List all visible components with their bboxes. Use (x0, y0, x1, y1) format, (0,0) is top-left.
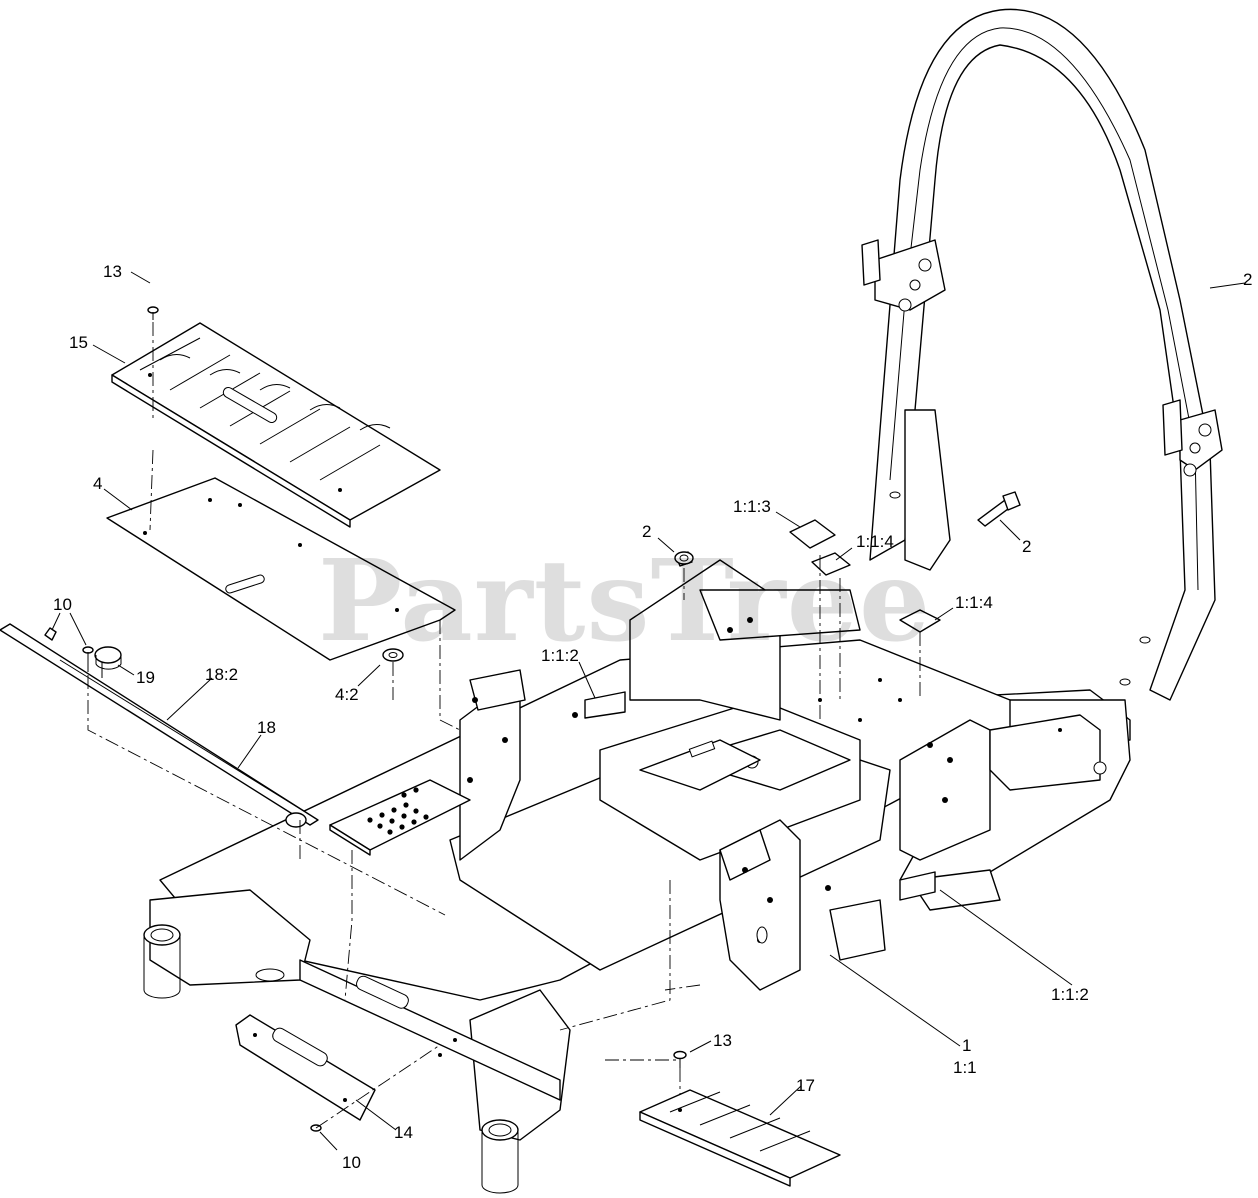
callout-1-1-2-a: 1:1:2 (541, 646, 579, 665)
leader-lines (51, 271, 1246, 1151)
callout-2-rops: 2 (1243, 270, 1252, 289)
roll-bar (861, 8, 1223, 701)
main-frame (143, 559, 1131, 1194)
callout-2-bolt: 2 (1022, 537, 1031, 556)
callout-1-1-4-a: 1:1:4 (856, 532, 894, 551)
callout-4-2: 4:2 (335, 685, 359, 704)
flange-nut (674, 551, 694, 567)
grommet (382, 648, 404, 662)
push-rivets-10 (44, 627, 103, 678)
callout-1-1-2-b: 1:1:2 (1051, 985, 1089, 1004)
watermark-text: PartsTree (318, 536, 931, 667)
shield-plate-4 (106, 477, 456, 661)
step-plate-17 (639, 1089, 841, 1187)
callout-1-1: 1:1 (953, 1058, 977, 1077)
carriage-bolt-13-top (147, 306, 159, 320)
callout-18-2: 18:2 (205, 665, 238, 684)
callout-18: 18 (257, 718, 276, 737)
callout-13-bottom: 13 (713, 1031, 732, 1050)
perforated-foot-plate (329, 779, 471, 856)
callout-10-left: 10 (53, 595, 72, 614)
rops-bolt (977, 491, 1021, 527)
callout-1-1-3: 1:1:3 (733, 497, 771, 516)
trim-strip-18 (0, 623, 319, 828)
callout-1-1-4-b: 1:1:4 (955, 593, 993, 612)
callout-15: 15 (69, 333, 88, 352)
callout-17: 17 (796, 1076, 815, 1095)
assembly-lines (87, 322, 921, 1129)
decals (584, 519, 941, 901)
plug-19 (94, 646, 122, 670)
callout-19: 19 (136, 668, 155, 687)
callout-4: 4 (93, 474, 102, 493)
access-plate-14 (235, 1014, 376, 1121)
carriage-bolt-13-bottom (673, 1050, 687, 1068)
callout-14: 14 (394, 1123, 413, 1142)
callout-labels: 13 15 4 10 19 18:2 18 4:2 2 1:1:3 1:1:4 … (53, 262, 1252, 1172)
callout-2-nut: 2 (642, 522, 651, 541)
callout-10-bottom: 10 (342, 1153, 361, 1172)
floor-plate-15 (111, 322, 441, 528)
callout-1: 1 (962, 1036, 971, 1055)
callout-13-top: 13 (103, 262, 122, 281)
